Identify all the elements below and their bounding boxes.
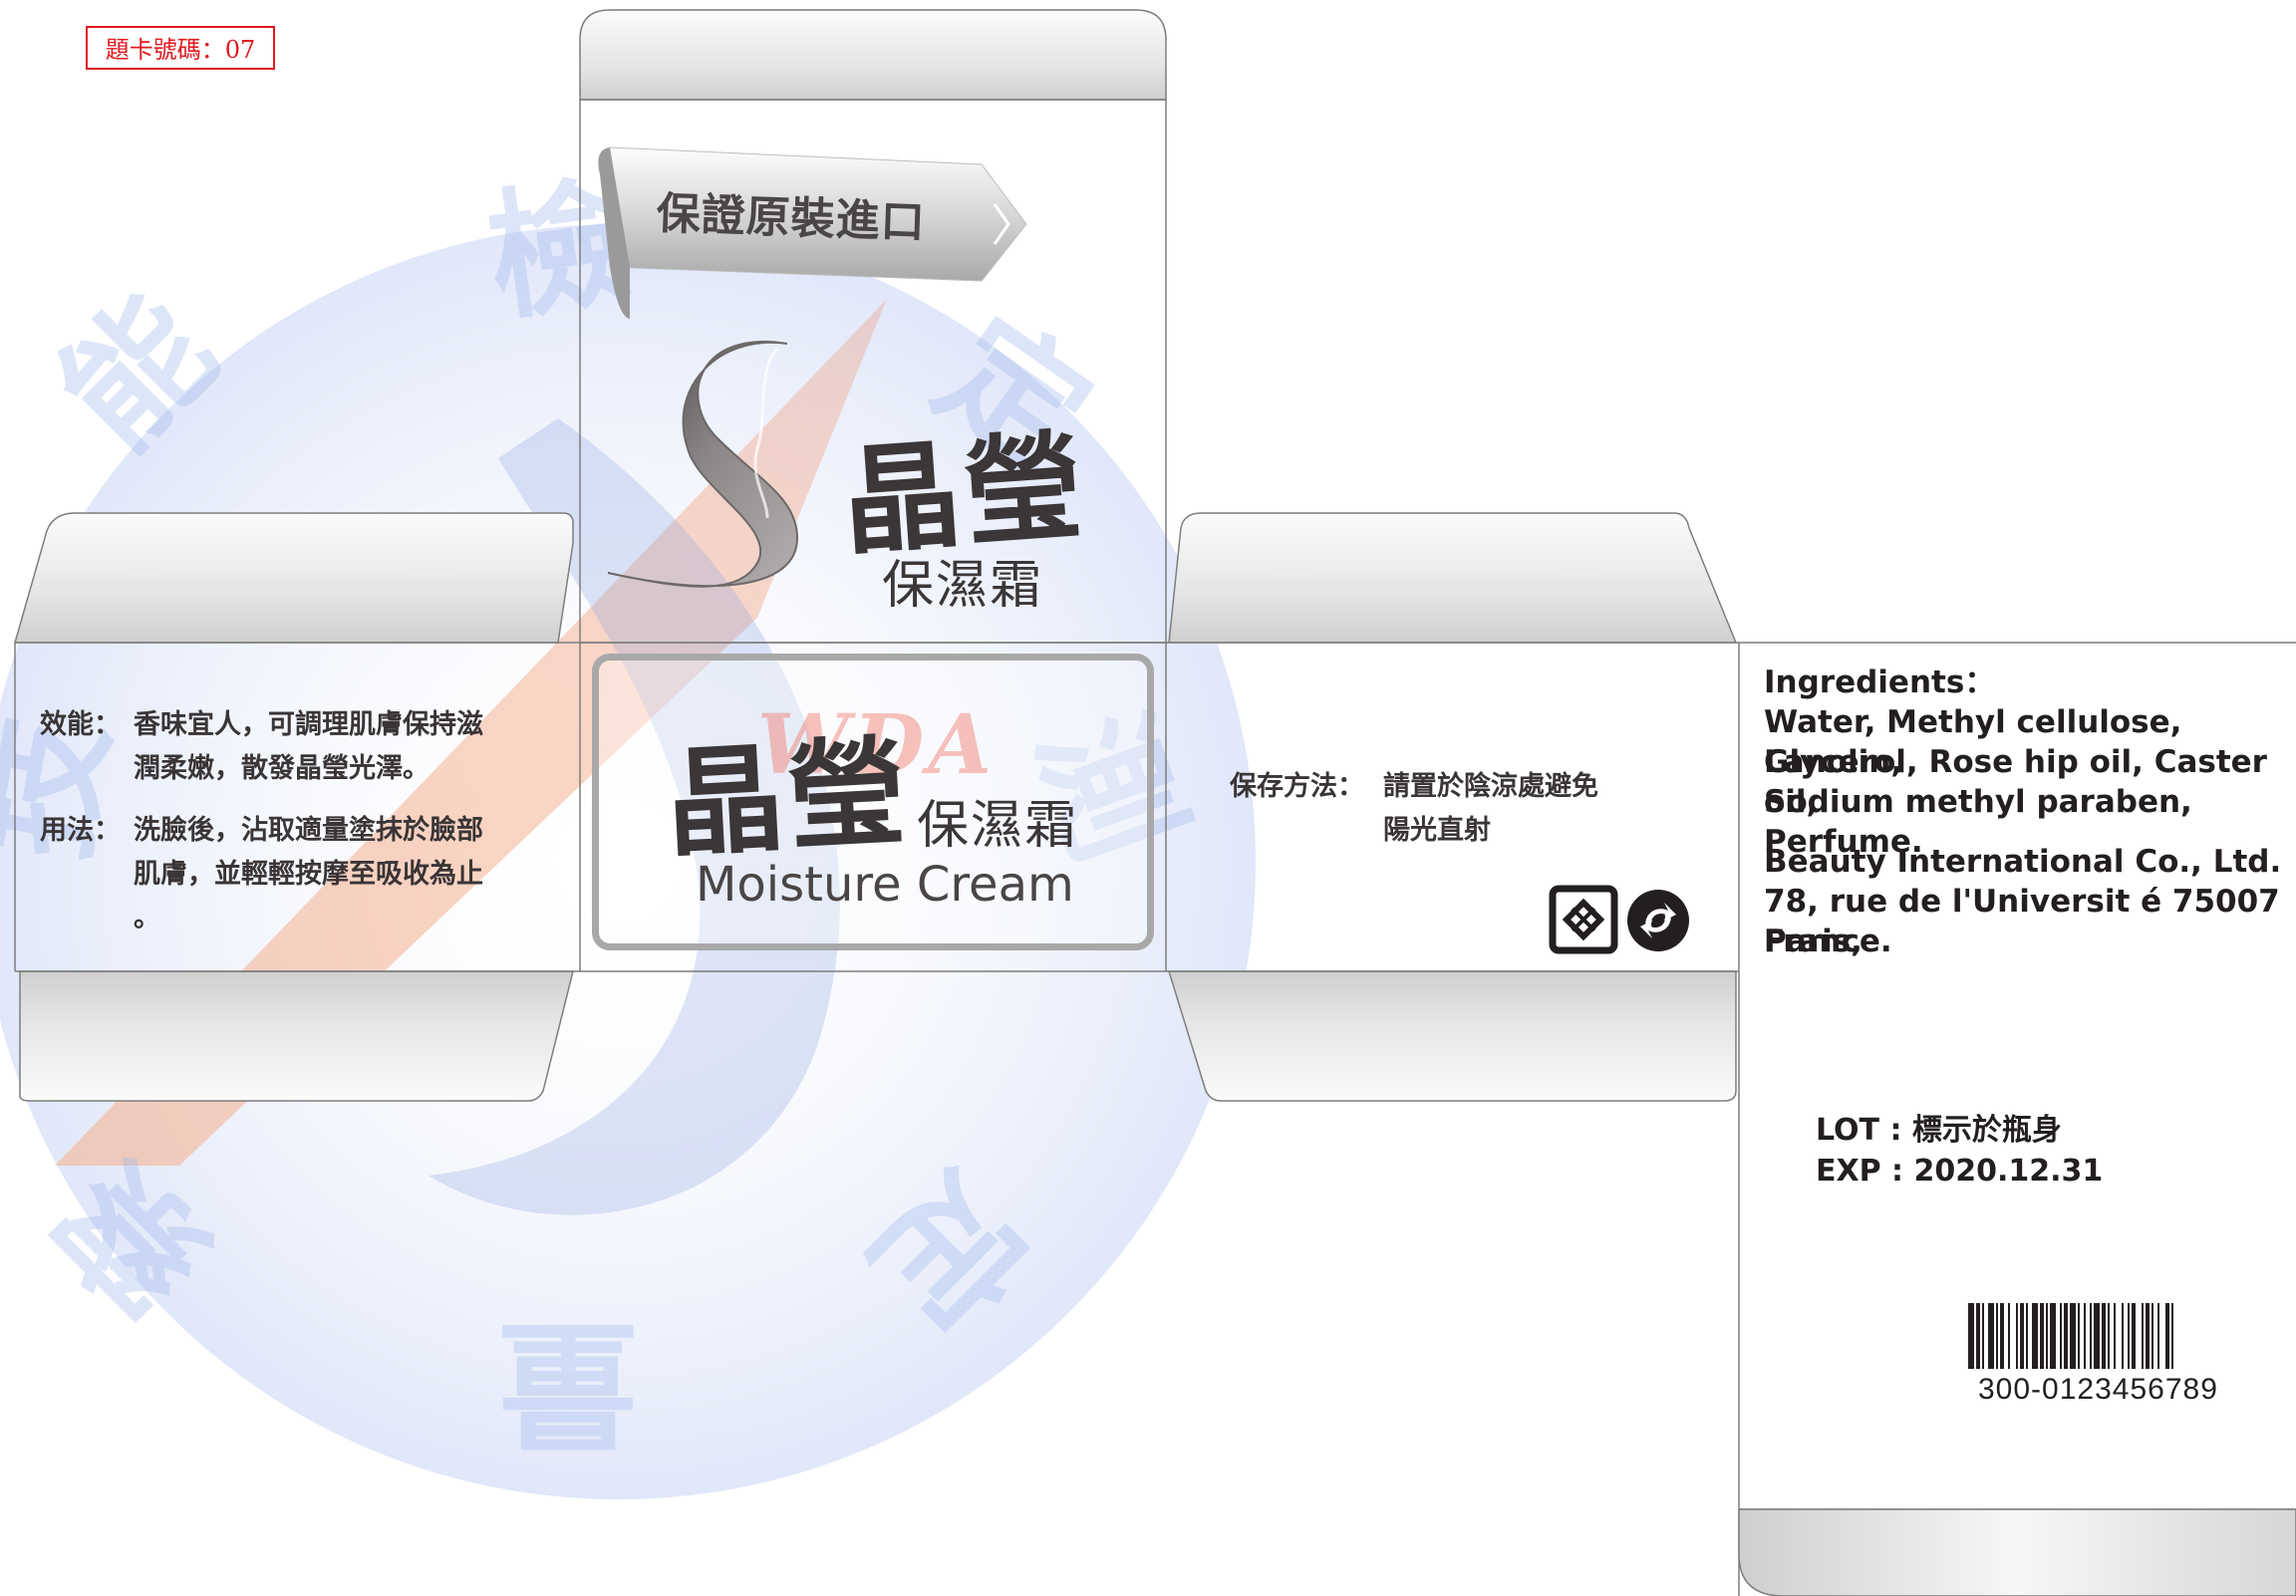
watermark-blue-swoosh [429,418,840,1215]
recycle-icon [1549,885,1618,954]
barcode-bar [2165,1303,2169,1369]
usage-label: 用法： [40,815,121,846]
barcode-bar [2050,1303,2056,1369]
storage-line-2: 陽光直射 [1383,815,1491,846]
barcode-bar [2108,1303,2110,1369]
effect-line-2: 潤柔嫩，散發晶瑩光澤。 [134,753,430,784]
barcode-bar [2157,1303,2159,1369]
barcode-bar [2000,1303,2004,1369]
barcode-bar [2008,1303,2010,1369]
ribbon-curl [598,147,630,319]
barcode-bar [2060,1303,2062,1369]
barcode-bar [2078,1303,2080,1369]
card-number-label: 題卡號碼：07 [86,26,275,70]
barcode-bar [1996,1303,1998,1369]
barcode-bar [2070,1303,2076,1369]
barcode-bar [2046,1303,2048,1369]
top-tuck-flap [579,9,1167,101]
front-watermark-text: WDA [757,697,996,793]
barcode-number: 300-0123456789 [1978,1373,2218,1406]
barcode [1968,1303,2173,1369]
ingredients-line-3: Sodium methyl paraben, Perfume. [1764,784,2192,860]
ingredients-title: Ingredients： [1764,665,1996,700]
right-bottom-dust-flap [1167,970,1737,1102]
right-top-dust-flap [1168,512,1738,644]
ribbon-arrow-icon [993,203,1010,245]
watermark-orange-stroke [55,299,887,1166]
barcode-bar [1976,1303,1980,1369]
wm-char-7: 量 [498,1301,638,1464]
barcode-bar [2090,1303,2092,1369]
barcode-bar [2026,1303,2028,1369]
barcode-bar [2114,1303,2116,1369]
front-label-box [592,654,1154,950]
barcode-bar [1968,1303,1974,1369]
barcode-bar [2094,1303,2100,1369]
front-brand-name: 晶瑩 [663,721,914,874]
effect-label: 效能： [40,709,121,740]
company-line-3: France. [1764,924,1892,959]
ribbon-text: 保證原裝進口 [655,187,927,249]
ingredients-line-2: Glycerol, Rose hip oil, Caster oil, [1764,744,2267,820]
usage-line-2: 肌膚，並輕輕按摩至吸收為止 [134,859,483,890]
bottom-tuck-flap [1738,1508,2296,1596]
wm-char-4: 技 [0,704,137,870]
company-line-1: Beauty International Co., Ltd. [1764,844,2282,880]
lot-label: LOT : 標示於瓶身 [1816,1113,2062,1148]
usage-line-1: 洗臉後，沾取適量塗抹於臉部 [134,815,483,846]
front-product-english: Moisture Cream [696,857,1074,913]
left-top-dust-flap [14,512,574,644]
storage-label: 保存方法： [1230,771,1364,802]
barcode-bar [2171,1303,2173,1369]
barcode-bar [2032,1303,2038,1369]
barcode-bar [2016,1303,2018,1369]
green-dot-icon [1627,890,1689,951]
ingredients-line-1: Water, Methyl cellulose, Lanolin, [1764,704,2182,780]
barcode-bar [1988,1303,1994,1369]
barcode-bar [2084,1303,2086,1369]
barcode-bar [2064,1303,2068,1369]
storage-line-1: 請置於陰涼處避免 [1383,771,1598,802]
barcode-bar [1982,1303,1984,1369]
barcode-bar [2122,1303,2124,1369]
usage-line-3: 。 [134,903,160,933]
barcode-bar [2146,1303,2150,1369]
barcode-bar [2128,1303,2130,1369]
exp-label: EXP : 2020.12.31 [1816,1154,2104,1189]
barcode-bar [2152,1303,2153,1369]
barcode-bar [2020,1303,2024,1369]
left-bottom-dust-flap [19,970,574,1102]
barcode-bar [2040,1303,2044,1369]
barcode-bar [2142,1303,2144,1369]
top-product-name: 保濕霜 [882,556,1044,616]
company-line-2: 78, rue de l'Universit é 75007 Paris, [1764,884,2280,959]
brand-s-logo-top [607,341,799,588]
effect-line-1: 香味宜人，可調理肌膚保持滋 [134,709,483,740]
front-product-name: 保濕霜 [917,796,1079,856]
barcode-bar [2132,1303,2136,1369]
barcode-bar [2102,1303,2106,1369]
